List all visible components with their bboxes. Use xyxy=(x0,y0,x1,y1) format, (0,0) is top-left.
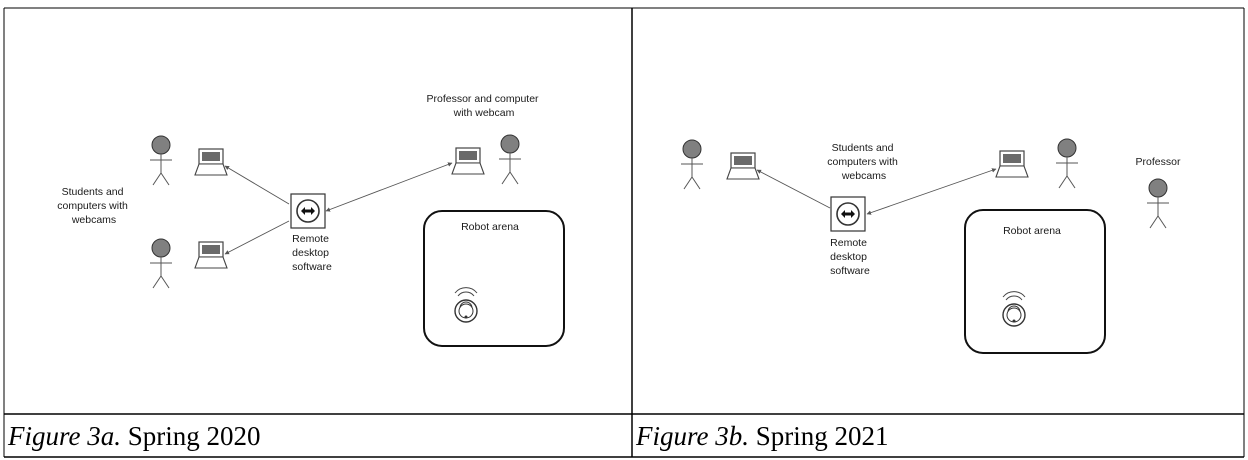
figure-3b-caption: Figure 3b. Spring 2021 xyxy=(636,416,889,456)
connection-arrow xyxy=(224,165,290,205)
student-laptop-icon xyxy=(194,241,228,269)
robot-arena-box xyxy=(964,209,1106,354)
remote-desktop-icon xyxy=(290,193,326,229)
professor-laptop-icon xyxy=(451,147,485,175)
figure-3b-caption-text: Spring 2021 xyxy=(748,421,889,451)
remote-desktop-label: Remote desktop software xyxy=(830,237,870,277)
figure-3a-diagram: Students and computers with webcams Prof… xyxy=(6,8,630,413)
figure-3a-caption-text: Spring 2020 xyxy=(120,421,261,451)
connection-arrow xyxy=(756,169,831,209)
connection-arrow xyxy=(325,162,453,212)
remote-desktop-icon xyxy=(830,196,866,232)
professor-person-icon xyxy=(498,134,522,185)
figure-3b-caption-label: Figure 3b. xyxy=(636,421,749,451)
student-person-icon xyxy=(1055,138,1079,189)
figure-3a-caption-label: Figure 3a. xyxy=(8,421,121,451)
student-laptop-icon xyxy=(726,152,760,180)
professor-label: Professor and computer with webcam xyxy=(427,93,542,119)
professor-label: Professor xyxy=(1136,156,1181,168)
students-label: Students and computers with webcams xyxy=(827,142,901,182)
student-laptop-icon xyxy=(995,150,1029,178)
connection-arrow xyxy=(866,168,997,215)
robot-arena-label: Robot arena xyxy=(461,221,519,233)
remote-desktop-label: Remote desktop software xyxy=(292,233,332,273)
professor-person-icon xyxy=(1146,178,1170,229)
robot-arena-label: Robot arena xyxy=(1003,225,1061,237)
figure-3b-diagram: Students and computers with webcams Prof… xyxy=(634,8,1242,413)
student-person-icon xyxy=(149,135,173,186)
students-label: Students and computers with webcams xyxy=(57,186,131,226)
student-laptop-icon xyxy=(194,148,228,176)
student-person-icon xyxy=(149,238,173,289)
connection-arrow xyxy=(224,220,290,255)
student-person-icon xyxy=(680,139,704,190)
figure-3a-caption: Figure 3a. Spring 2020 xyxy=(8,416,261,456)
